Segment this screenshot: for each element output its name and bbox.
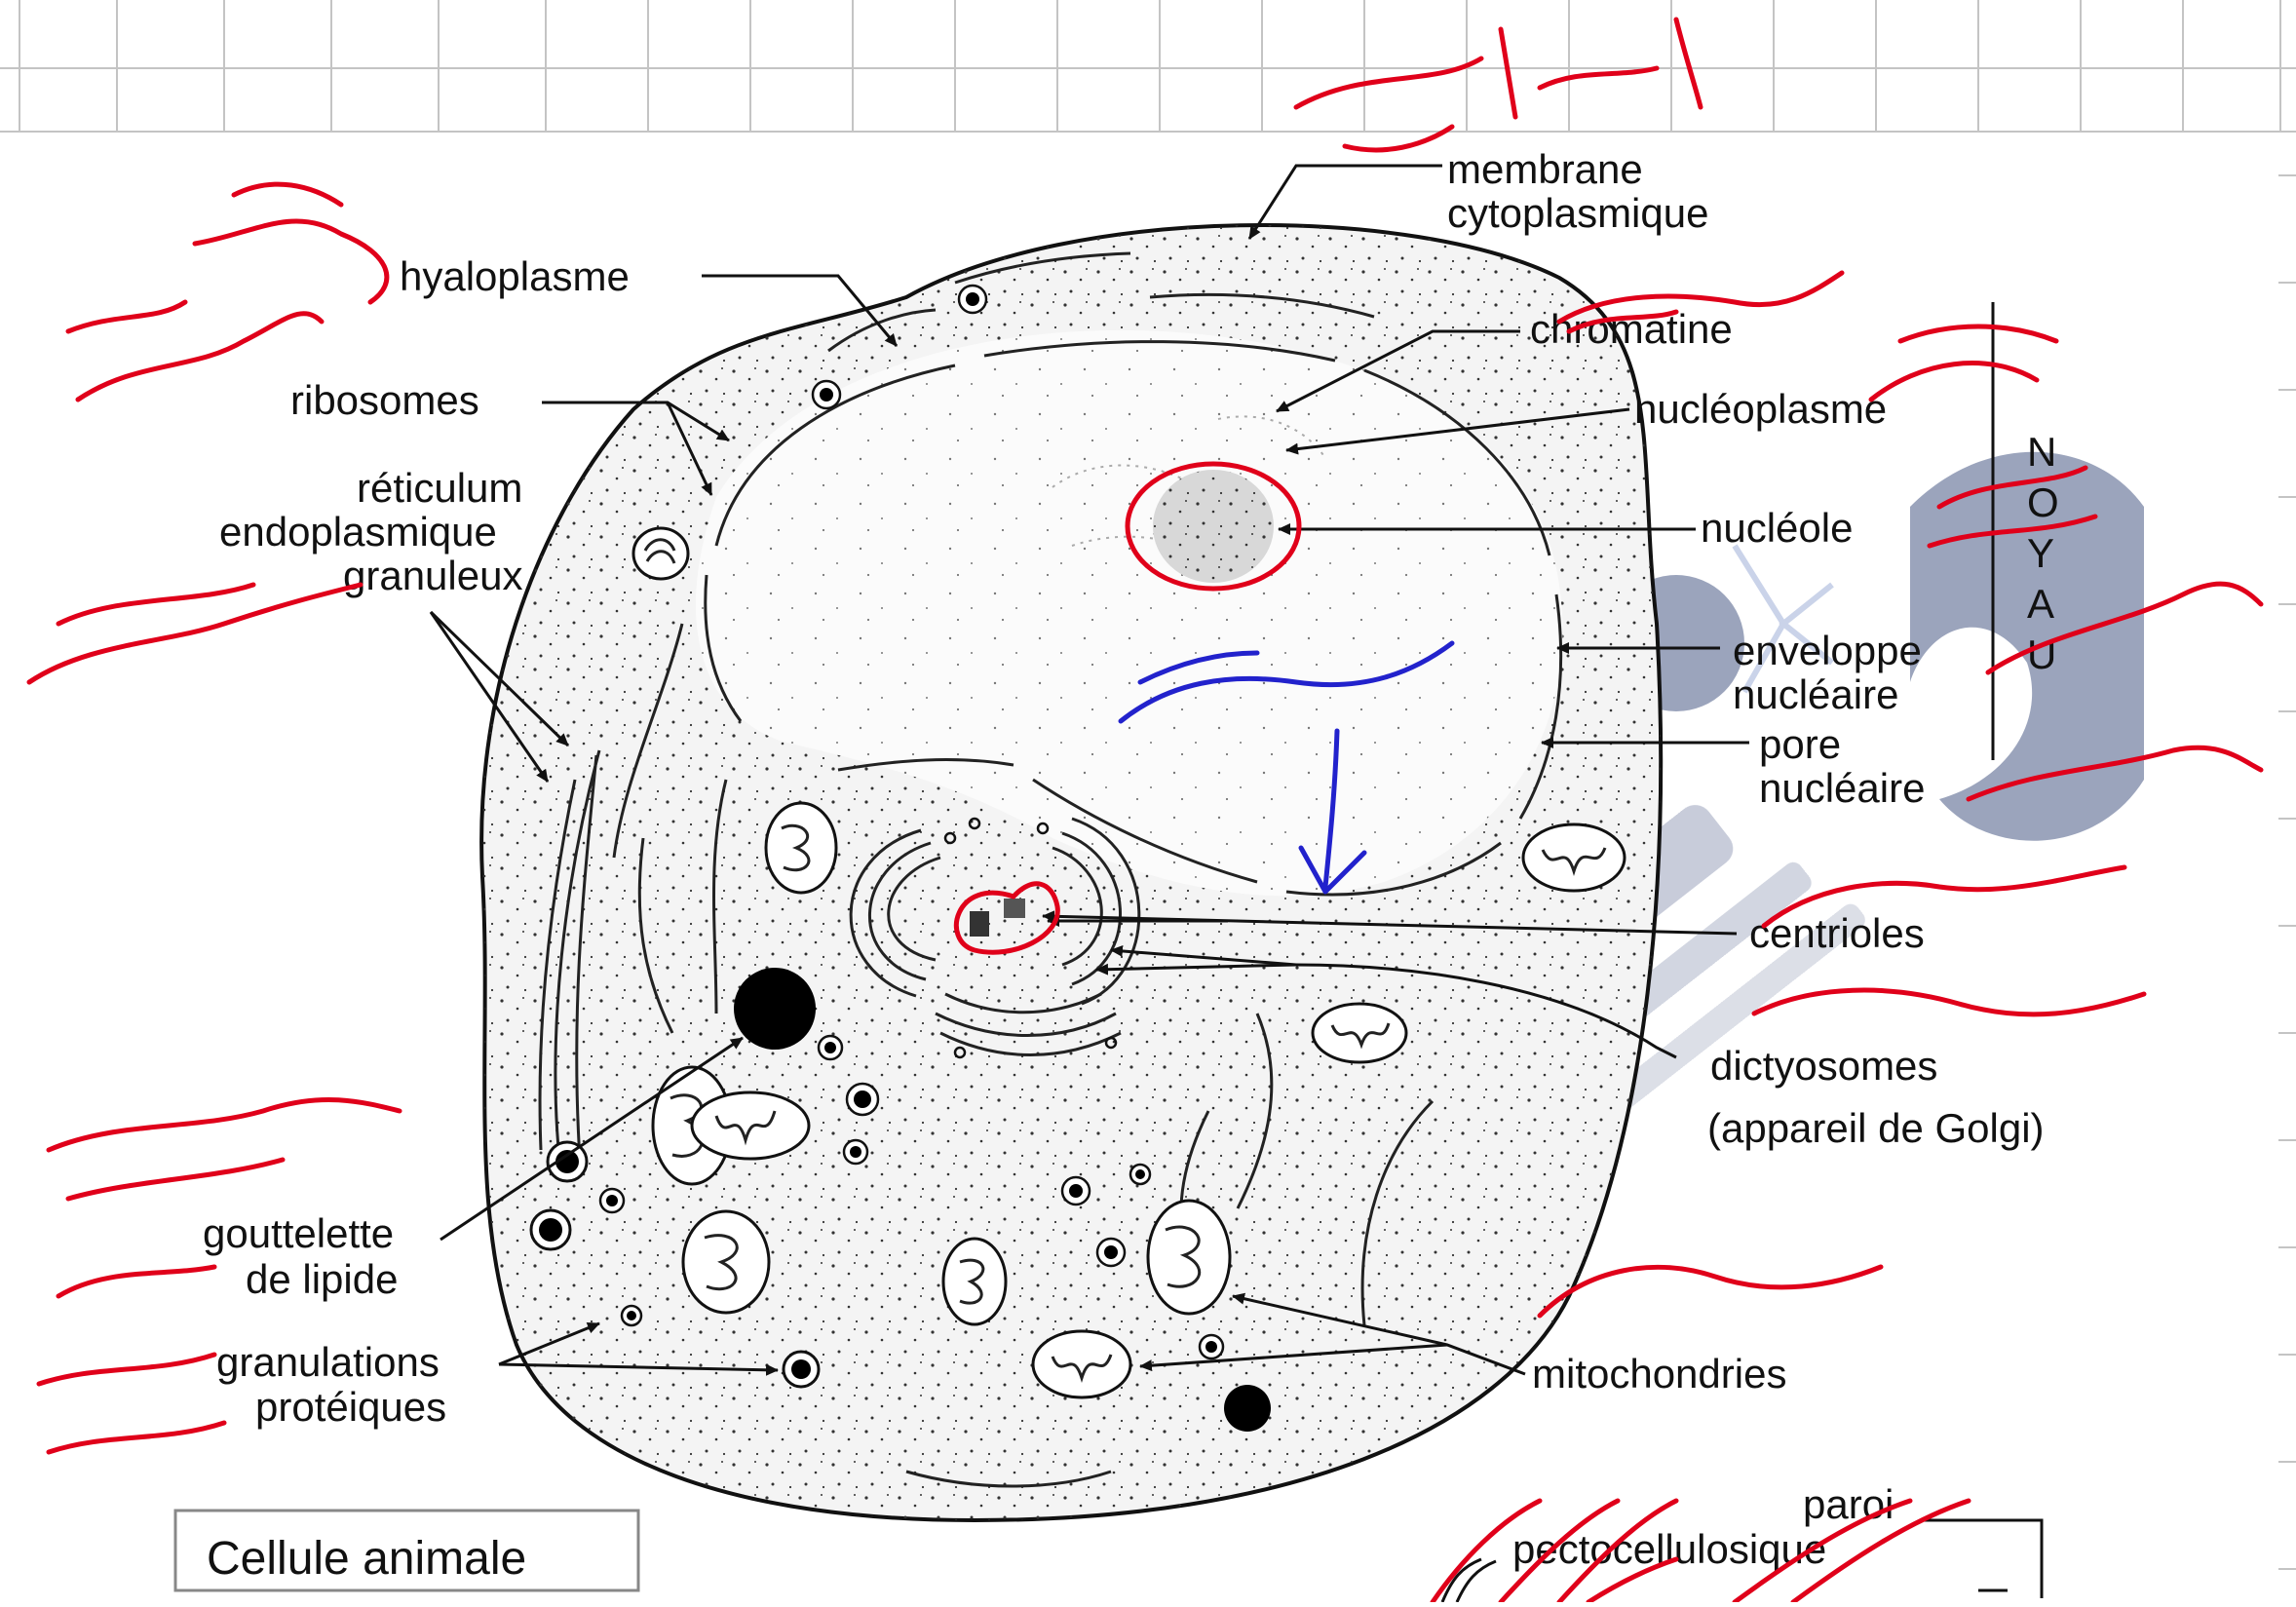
label-mitochondries: mitochondries — [1532, 1351, 1786, 1397]
label-enveloppe-line1: enveloppe — [1733, 628, 1922, 673]
side-letter-4: A — [2027, 581, 2054, 627]
label-reticulum-line1: réticulum — [357, 465, 522, 511]
label-chromatine: chromatine — [1530, 306, 1733, 352]
label-membrane-line2: cytoplasmique — [1447, 190, 1708, 236]
label-membrane-line1: membrane — [1447, 146, 1643, 192]
label-hyaloplasme: hyaloplasme — [400, 253, 630, 299]
label-granulations-line1: granulations — [216, 1339, 440, 1385]
side-letter-5: U — [2027, 631, 2056, 677]
label-gouttelette-line2: de lipide — [246, 1256, 398, 1302]
label-reticulum-line2: endoplasmique — [219, 509, 497, 555]
label-granulations-line2: protéiques — [255, 1384, 446, 1430]
side-letter-3: Y — [2027, 530, 2054, 576]
label-ribosomes: ribosomes — [290, 377, 479, 423]
caption-box: Cellule animale — [175, 1511, 638, 1590]
label-nucleole: nucléole — [1701, 505, 1853, 551]
label-gouttelette-line1: gouttelette — [203, 1210, 394, 1256]
label-dictyosomes-line2: (appareil de Golgi) — [1707, 1105, 2045, 1151]
label-enveloppe-line2: nucléaire — [1733, 671, 1898, 717]
label-reticulum-line3: granuleux — [343, 553, 522, 598]
label-pore-line2: nucléaire — [1759, 765, 1925, 811]
side-letter-2: O — [2027, 479, 2059, 525]
label-dictyosomes-line1: dictyosomes — [1710, 1043, 1937, 1089]
label-nucleoplasme: nucléoplasme — [1634, 386, 1887, 432]
label-paroi-line2: pectocellulosique — [1512, 1526, 1826, 1572]
caption-text: Cellule animale — [207, 1533, 526, 1585]
label-paroi-line1: paroi — [1803, 1481, 1894, 1527]
side-letter-1: N — [2027, 429, 2056, 475]
label-pore-line1: pore — [1759, 721, 1841, 767]
